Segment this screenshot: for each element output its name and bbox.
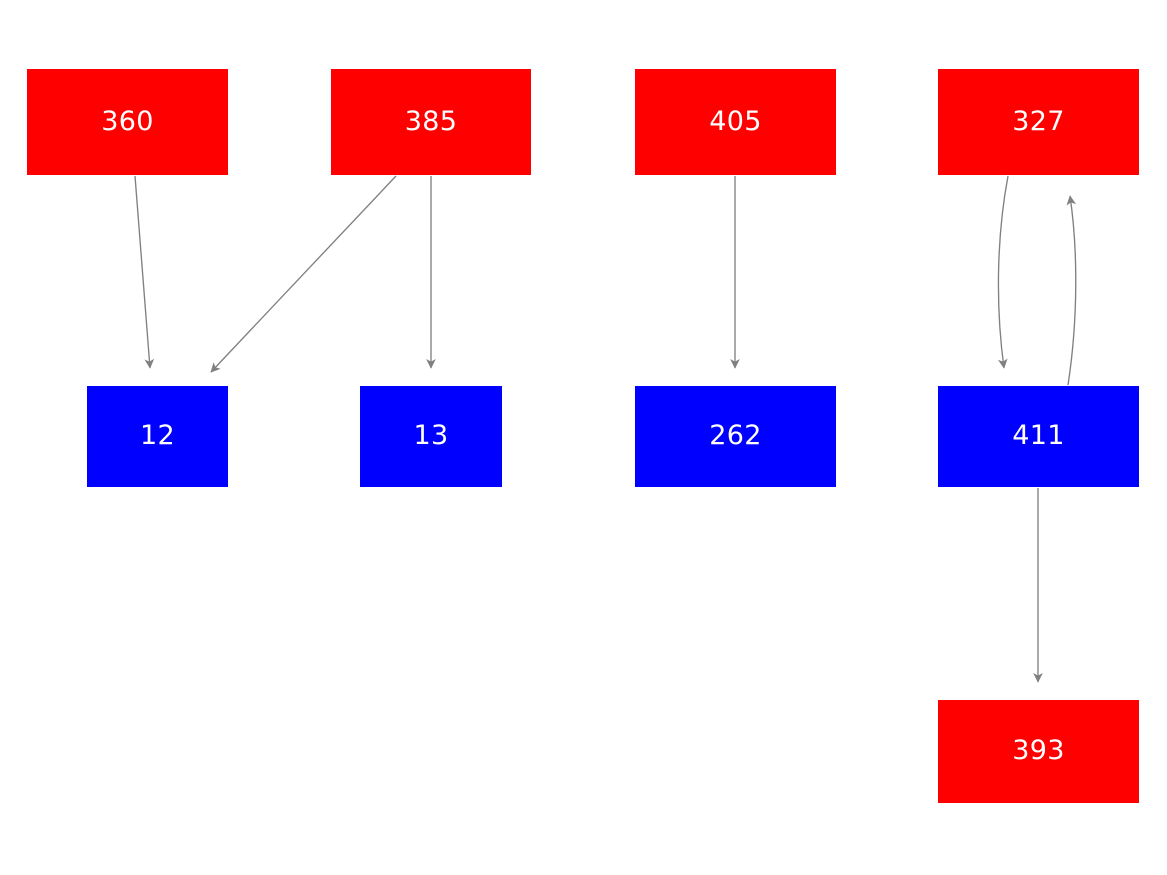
node-label: 327 — [1012, 105, 1065, 137]
edge-327-to-411 — [997, 175, 1009, 369]
node-393[interactable]: 393 — [938, 700, 1139, 803]
node-label: 262 — [709, 420, 762, 451]
node-label: 393 — [1012, 735, 1065, 766]
node-327[interactable]: 327 — [938, 69, 1139, 175]
node-label: 13 — [413, 420, 449, 451]
node-label: 405 — [709, 105, 762, 137]
node-360[interactable]: 360 — [27, 69, 228, 175]
node-405[interactable]: 405 — [635, 69, 836, 175]
edge-385-to-12 — [210, 175, 397, 373]
node-label: 12 — [140, 420, 175, 451]
node-411[interactable]: 411 — [938, 386, 1139, 487]
node-13[interactable]: 13 — [360, 386, 502, 487]
node-label: 360 — [101, 105, 154, 137]
edge-411-to-327 — [1066, 195, 1077, 386]
node-label: 385 — [404, 105, 458, 137]
node-262[interactable]: 262 — [635, 386, 836, 487]
node-12[interactable]: 12 — [87, 386, 228, 487]
node-385[interactable]: 385 — [331, 69, 531, 175]
node-label: 411 — [1012, 420, 1065, 451]
edge-360-to-12 — [134, 175, 155, 369]
edges-group — [134, 175, 1077, 683]
